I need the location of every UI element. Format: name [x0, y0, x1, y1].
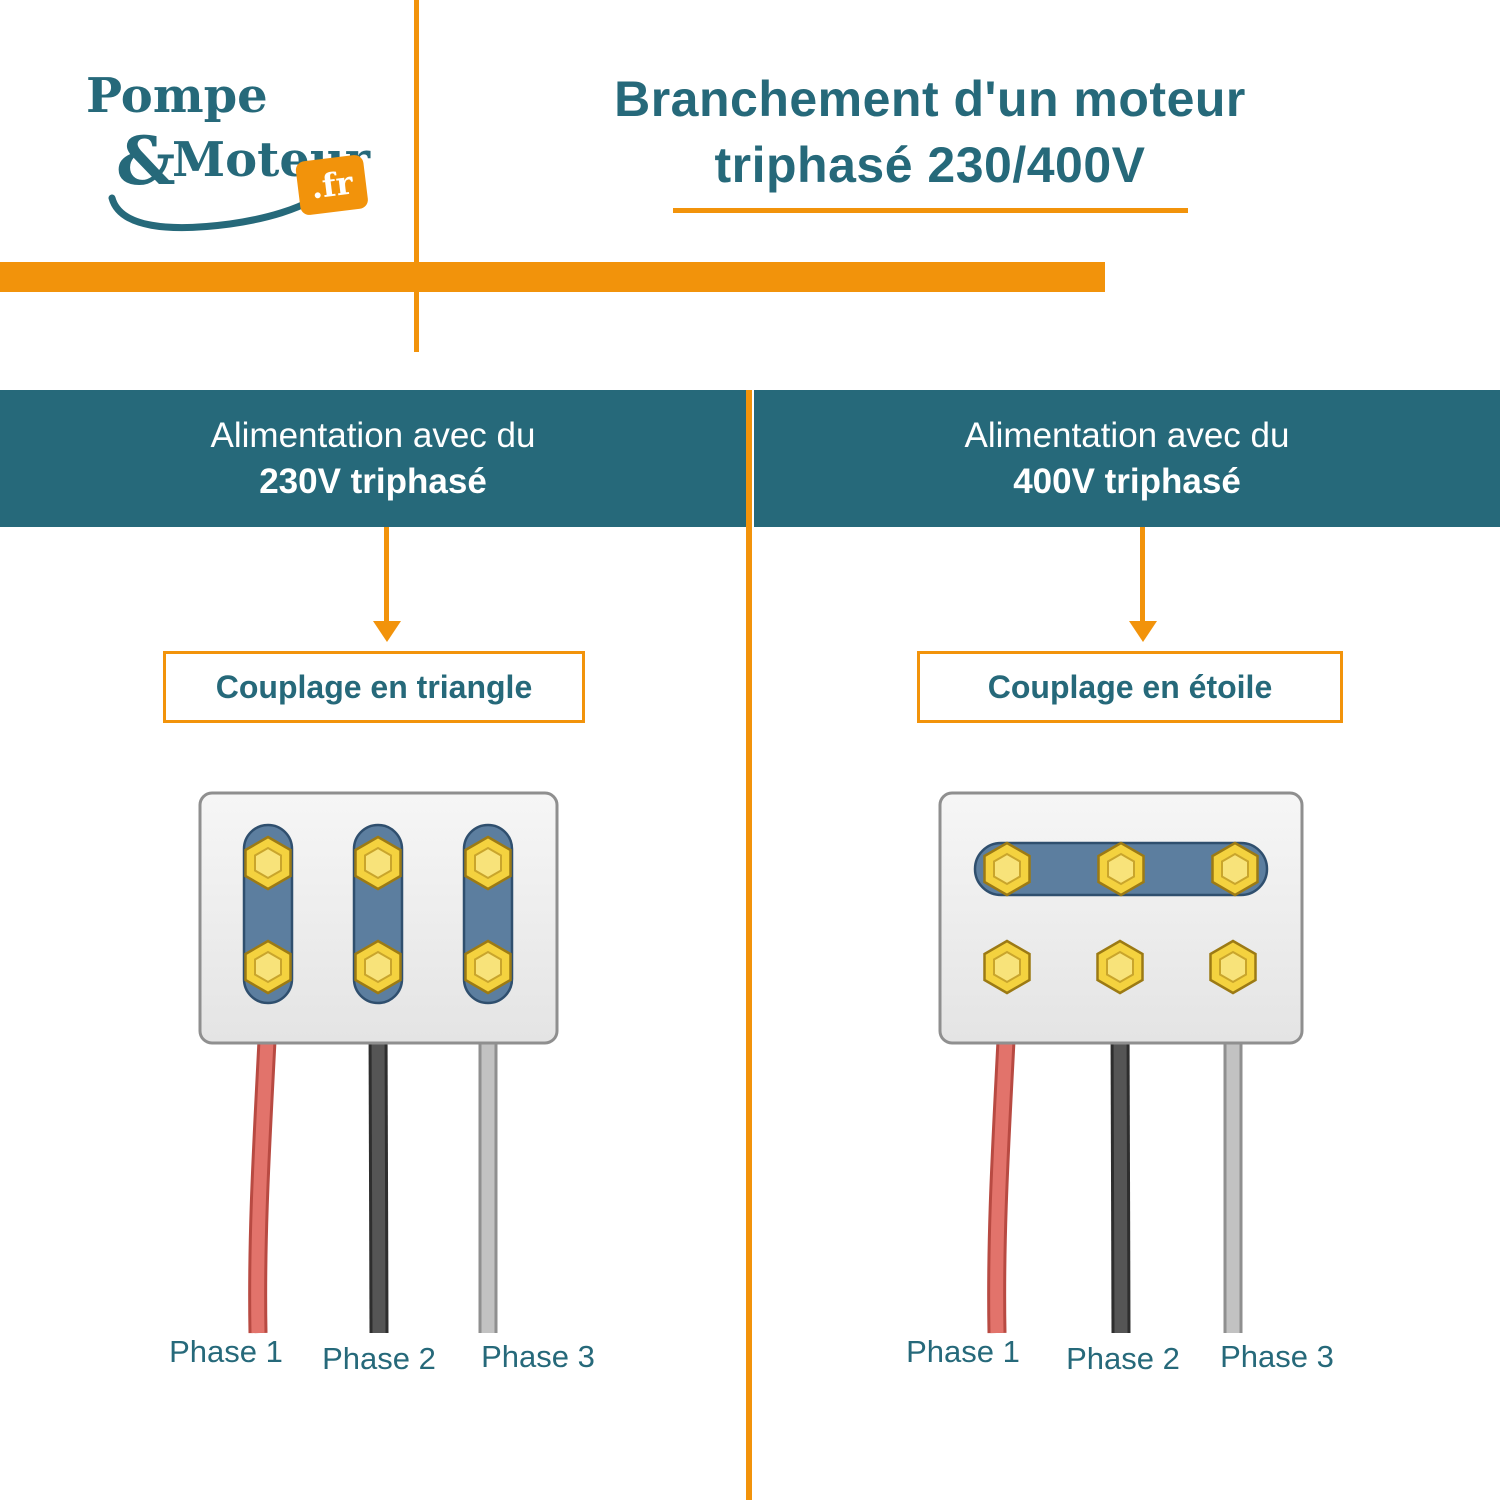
coupling-label: Couplage en triangle [215, 668, 533, 705]
header-band-400v: Alimentation avec du 400V triphasé [754, 390, 1500, 527]
down-arrow-left [384, 527, 389, 622]
band-line-1: Alimentation avec du [964, 415, 1290, 455]
bolt-icon [464, 939, 512, 995]
logo-wordmark-pompe: Pompe [86, 68, 268, 124]
orange-divider-bar [0, 262, 1105, 292]
bolt-icon [244, 939, 292, 995]
coupling-label: Couplage en étoile [987, 668, 1273, 705]
title-underline [672, 208, 1188, 213]
phase-label: Phase 3 [1220, 1339, 1334, 1374]
phase-label: Phase 3 [481, 1339, 595, 1374]
band-line-1: Alimentation avec du [210, 415, 536, 455]
logo-tld-badge: .fr [295, 155, 368, 215]
phase-label: Phase 1 [906, 1334, 1020, 1369]
terminal-diagram-triangle [198, 791, 559, 1334]
wire-phase2 [368, 1019, 389, 1334]
band-line-2: 400V triphasé [1013, 461, 1241, 501]
terminal-box [938, 791, 1304, 1045]
terminal-diagram-star [938, 791, 1304, 1334]
bolt-icon [1211, 841, 1259, 897]
bolt-icon [354, 939, 402, 995]
logo-tld-text: .fr [309, 163, 356, 206]
phase-label: Phase 1 [169, 1334, 283, 1369]
bolt-icon [1209, 939, 1257, 995]
center-vertical-line [746, 390, 752, 1500]
logo-swoosh [108, 194, 316, 232]
bolt-icon [244, 835, 292, 891]
down-arrow-right [1140, 527, 1145, 622]
down-arrow-head-right [1129, 621, 1157, 642]
wire-phase1 [248, 1019, 278, 1334]
phase-label: Phase 2 [1066, 1341, 1180, 1376]
coupling-label-box-etoile: Couplage en étoile [917, 651, 1343, 723]
coupling-label-box-triangle: Couplage en triangle [163, 651, 585, 723]
bolt-icon [354, 835, 402, 891]
brand-logo: Pompe & Moteur .fr [86, 68, 371, 232]
wire-phase1 [987, 1019, 1017, 1334]
bolt-icon [1097, 841, 1145, 897]
title-line-2: triphasé 230/400V [714, 137, 1146, 193]
bolt-icon [464, 835, 512, 891]
bolt-icon [983, 841, 1031, 897]
bolt-icon [983, 939, 1031, 995]
title-line-1: Branchement d'un moteur [614, 71, 1246, 127]
band-line-2: 230V triphasé [259, 461, 487, 501]
bolt-icon [1096, 939, 1144, 995]
wire-phase2 [1110, 1019, 1131, 1334]
logo-ampersand: & [116, 122, 176, 200]
header-band-230v: Alimentation avec du 230V triphasé [0, 390, 746, 527]
page-title: Branchement d'un moteur triphasé 230/400… [470, 66, 1390, 213]
down-arrow-head-left [373, 621, 401, 642]
top-vertical-line [414, 0, 419, 352]
phase-label: Phase 2 [322, 1341, 436, 1376]
